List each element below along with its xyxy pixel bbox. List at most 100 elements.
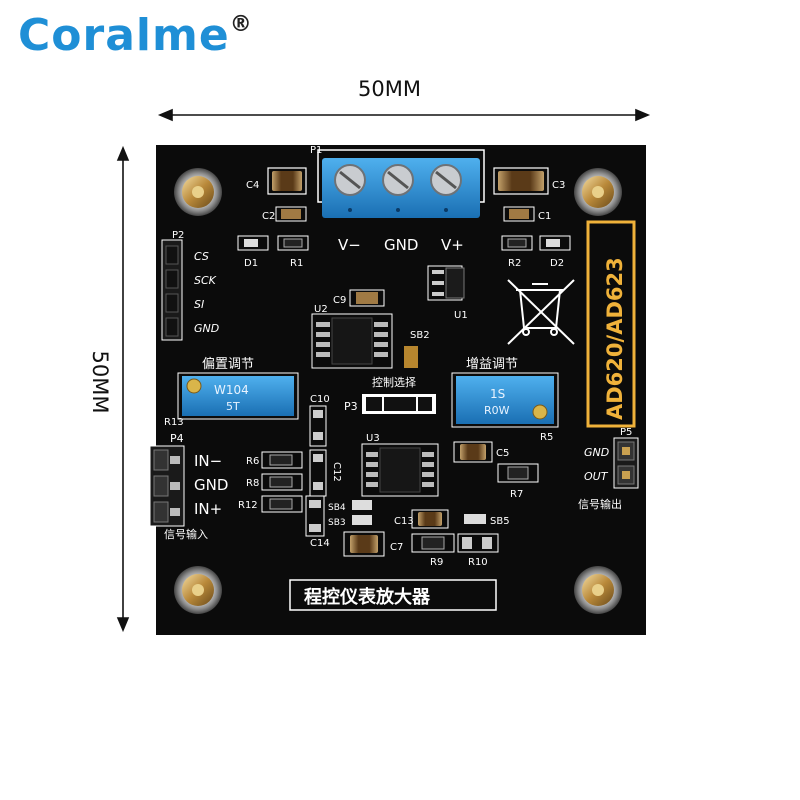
capacitor-c10 <box>309 405 327 447</box>
bottom-title-box <box>289 579 497 611</box>
offset-potentiometer <box>177 372 299 420</box>
ref-sb5: SB5 <box>490 516 510 527</box>
ref-r13: R13 <box>164 417 184 428</box>
header-p2 <box>161 239 183 341</box>
ref-c1: C1 <box>538 211 551 222</box>
led-d1 <box>237 235 269 251</box>
ref-sb2: SB2 <box>410 330 430 341</box>
capacitor-c3 <box>493 167 549 195</box>
p5-caption: 信号输出 <box>578 497 622 511</box>
ref-c3: C3 <box>552 180 565 191</box>
p5-pin-out: OUT <box>584 470 609 483</box>
header-p4 <box>149 445 185 527</box>
p2-pin-sck: SCK <box>194 274 217 287</box>
width-dimension-label: 50MM <box>358 77 421 101</box>
p3-caption: 控制选择 <box>372 375 416 389</box>
ref-u3: U3 <box>366 433 380 444</box>
terminal-label-vplus: V+ <box>441 236 464 254</box>
header-p5 <box>613 437 639 489</box>
ref-c14: C14 <box>310 538 330 549</box>
ref-sb3: SB3 <box>328 518 346 528</box>
ref-c2: C2 <box>262 211 275 222</box>
capacitor-c1 <box>503 206 535 222</box>
chip-u3 <box>361 443 439 497</box>
offset-pot-marking: W104 <box>214 383 249 397</box>
ref-c5: C5 <box>496 448 509 459</box>
solder-bridge-sb5 <box>464 514 486 524</box>
height-dimension-arrow <box>116 145 130 633</box>
mount-hole-top-right <box>574 168 622 216</box>
screw-terminal-block <box>317 149 485 218</box>
ref-c4: C4 <box>246 180 259 191</box>
board-bottom-title: 程控仪表放大器 <box>304 586 431 608</box>
capacitor-c4 <box>267 167 307 195</box>
terminal-label-gnd: GND <box>384 236 418 254</box>
p5-pin-gnd: GND <box>584 446 609 459</box>
p4-caption: 信号输入 <box>164 527 208 541</box>
resistor-r8 <box>261 473 303 491</box>
ref-c10: C10 <box>310 394 330 405</box>
regulator-u1 <box>427 265 465 301</box>
p2-pin-gnd: GND <box>194 322 219 335</box>
capacitor-c9 <box>349 289 385 307</box>
mount-hole-bottom-left <box>174 566 222 614</box>
ref-p5: P5 <box>620 427 632 438</box>
width-dimension-arrow <box>157 108 651 122</box>
p4-pin-gnd: GND <box>194 476 228 494</box>
capacitor-c5 <box>453 441 493 463</box>
ref-r12: R12 <box>238 500 258 511</box>
model-title-box <box>586 220 636 428</box>
resistor-r6 <box>261 451 303 469</box>
ref-r7: R7 <box>510 489 523 500</box>
ref-u1: U1 <box>454 310 468 321</box>
ref-r6: R6 <box>246 456 259 467</box>
header-p3 <box>362 394 436 414</box>
capacitor-c7 <box>343 531 385 557</box>
resistor-r2 <box>501 235 533 251</box>
solder-bridge-sb3 <box>352 515 372 525</box>
mount-hole-top-left <box>174 168 222 216</box>
ref-c7: C7 <box>390 542 403 553</box>
solder-bridge-sb4 <box>352 500 372 510</box>
led-d2 <box>539 235 571 251</box>
brand-logo: Coralme® <box>18 10 253 61</box>
p4-pin-inplus: IN+ <box>194 500 222 518</box>
resistor-r10 <box>457 533 499 553</box>
p2-pin-si: SI <box>194 298 204 311</box>
p4-pin-inminus: IN− <box>194 452 222 470</box>
ref-r1: R1 <box>290 258 303 269</box>
ref-c9: C9 <box>333 295 346 306</box>
resistor-r1 <box>277 235 309 251</box>
registered-mark: ® <box>229 12 253 37</box>
offset-adjust-label: 偏置调节 <box>202 357 254 372</box>
ref-p3: P3 <box>344 400 358 413</box>
ref-p2: P2 <box>172 230 184 241</box>
ref-r8: R8 <box>246 478 259 489</box>
ref-r9: R9 <box>430 557 443 568</box>
p2-pin-cs: CS <box>194 250 209 263</box>
resistor-r7 <box>497 463 539 483</box>
mount-hole-bottom-right <box>574 566 622 614</box>
capacitor-c2 <box>275 206 307 222</box>
brand-name: Coralme <box>18 10 230 61</box>
weee-bin-icon <box>507 279 575 345</box>
ref-sb4: SB4 <box>328 503 346 513</box>
ref-r5: R5 <box>540 432 553 443</box>
resistor-r9 <box>411 533 455 553</box>
resistor-r12 <box>261 495 303 513</box>
gain-pot-sub: R0W <box>484 404 510 417</box>
ref-c13: C13 <box>394 516 414 527</box>
chip-u2 <box>311 313 393 369</box>
model-title: AD620/AD623 <box>603 257 627 420</box>
ref-p1: P1 <box>310 145 322 156</box>
capacitor-c13 <box>411 509 449 529</box>
ref-c12: C12 <box>331 462 342 482</box>
capacitor-c14 <box>305 495 325 537</box>
ref-r2: R2 <box>508 258 521 269</box>
ref-d2: D2 <box>550 258 564 269</box>
gain-adjust-label: 增益调节 <box>466 357 518 372</box>
gain-pot-marking: 1S <box>490 387 505 401</box>
ref-u2: U2 <box>314 304 328 315</box>
ref-r10: R10 <box>468 557 488 568</box>
